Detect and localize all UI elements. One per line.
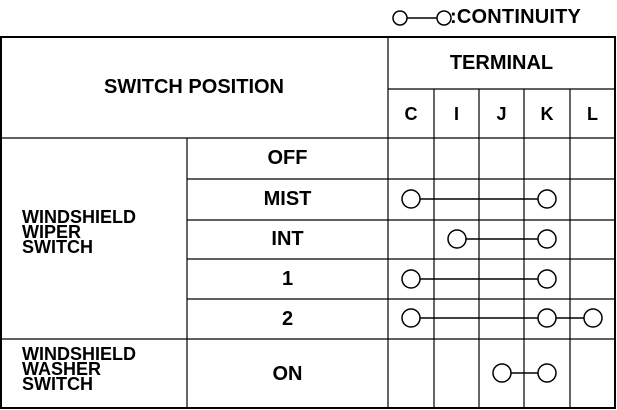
continuity-terminal-mark — [537, 308, 557, 328]
group-name-line: SWITCH — [22, 374, 93, 394]
position-2: 2 — [281, 308, 294, 330]
terminal-l-label: L — [587, 104, 598, 124]
continuity-terminal-mark — [537, 269, 557, 289]
terminal-j-label: J — [496, 104, 507, 124]
terminal-i-label: I — [453, 104, 459, 124]
position-int: INT — [271, 228, 304, 250]
continuity-terminal-mark — [401, 269, 421, 289]
group-name-line: WIPER — [22, 222, 82, 242]
continuity-terminal-mark — [447, 229, 467, 249]
position-on: ON — [272, 363, 303, 385]
position-mist: MIST — [263, 188, 312, 210]
group-name-line: WASHER — [22, 359, 102, 379]
continuity-terminal-mark — [492, 363, 512, 383]
continuity-terminal-mark — [537, 189, 557, 209]
terminal-k-label: K — [540, 104, 554, 124]
continuity-symbol-icon — [392, 10, 452, 26]
continuity-terminal-mark — [401, 308, 421, 328]
position-off: OFF — [267, 147, 308, 169]
switch-position-header: SWITCH POSITION — [104, 76, 284, 98]
continuity-terminal-mark — [537, 229, 557, 249]
position-1: 1 — [281, 268, 294, 290]
continuity-legend: :CONTINUITY — [0, 0, 617, 36]
continuity-marks — [401, 189, 603, 383]
continuity-terminal-mark — [583, 308, 603, 328]
terminal-header: TERMINAL — [449, 52, 554, 74]
terminal-c-label: C — [404, 104, 418, 124]
group-wiper-switch-name: WINDSHIELD WIPER SWITCH — [22, 207, 136, 257]
continuity-terminal-mark — [401, 189, 421, 209]
group-name-line: WINDSHIELD — [22, 207, 136, 227]
group-name-line: SWITCH — [22, 237, 93, 257]
continuity-terminal-mark — [537, 363, 557, 383]
group-washer-switch-name: WINDSHIELD WASHER SWITCH — [22, 344, 136, 394]
group-name-line: WINDSHIELD — [22, 344, 136, 364]
legend-label: :CONTINUITY — [450, 6, 582, 28]
